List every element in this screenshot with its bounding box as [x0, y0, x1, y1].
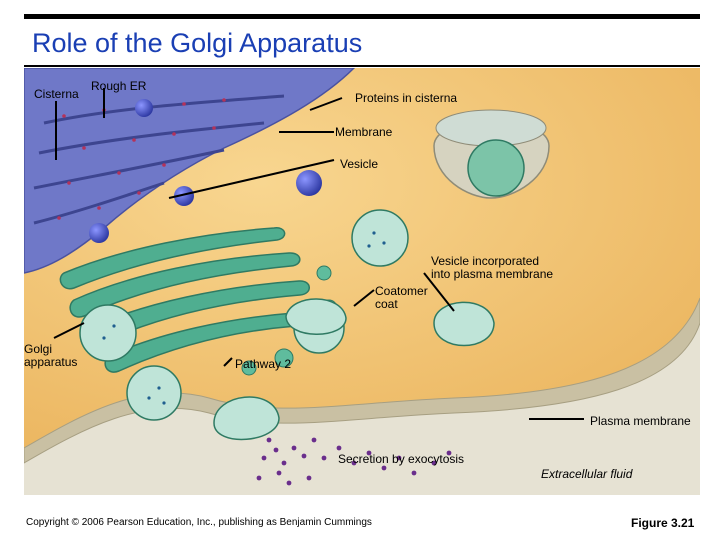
- coatomer-label-line1: Coatomer: [375, 284, 428, 298]
- transport-vesicle: [174, 186, 194, 206]
- page-title: Role of the Golgi Apparatus: [32, 28, 363, 58]
- copyright-notice: Copyright © 2006 Pearson Education, Inc.…: [26, 517, 372, 528]
- transport-vesicle: [135, 99, 153, 117]
- extracellular-fluid-label: Extracellular fluid: [541, 467, 633, 481]
- leader-lines: [53, 88, 584, 420]
- secreted-proteins: [256, 437, 452, 486]
- vesicle-incorporated-label-line2: into plasma membrane: [431, 267, 554, 281]
- membrane-label: Membrane: [335, 125, 393, 139]
- coatomer-label-line2: coat: [375, 297, 398, 311]
- pathway-2-label: Pathway 2: [235, 357, 292, 371]
- vesicle-incorporated-label-line1: Vesicle incorporated: [431, 254, 540, 268]
- golgi-illustration: [24, 68, 700, 495]
- vesicle-label: Vesicle: [340, 157, 379, 171]
- rough-er-label: Rough ER: [91, 79, 147, 93]
- secretory-vesicle: [79, 209, 409, 421]
- top-rule: [24, 14, 700, 19]
- fusing-vesicle: [433, 301, 495, 347]
- golgi-label-line2: apparatus: [24, 355, 78, 369]
- vesicle-proteins: [102, 231, 386, 405]
- secretion-label: Secretion by exocytosis: [338, 452, 465, 466]
- transport-vesicle: [89, 223, 109, 243]
- exocytosis-vesicle: [213, 396, 280, 441]
- golgi-label-line1: Golgi: [24, 342, 53, 356]
- rough-er: [24, 68, 356, 274]
- cisterna-label: Cisterna: [34, 87, 79, 101]
- plasma-membrane-label: Plasma membrane: [590, 414, 691, 428]
- budding-vesicle: [467, 139, 525, 197]
- plasma-membrane-band: [24, 297, 700, 464]
- proteins-in-cisterna-label: Proteins in cisterna: [355, 91, 458, 105]
- title-rule: [24, 65, 700, 67]
- figure-number: Figure 3.21: [631, 516, 695, 530]
- transport-vesicle: [296, 170, 322, 196]
- coated-vesicle: [285, 298, 347, 335]
